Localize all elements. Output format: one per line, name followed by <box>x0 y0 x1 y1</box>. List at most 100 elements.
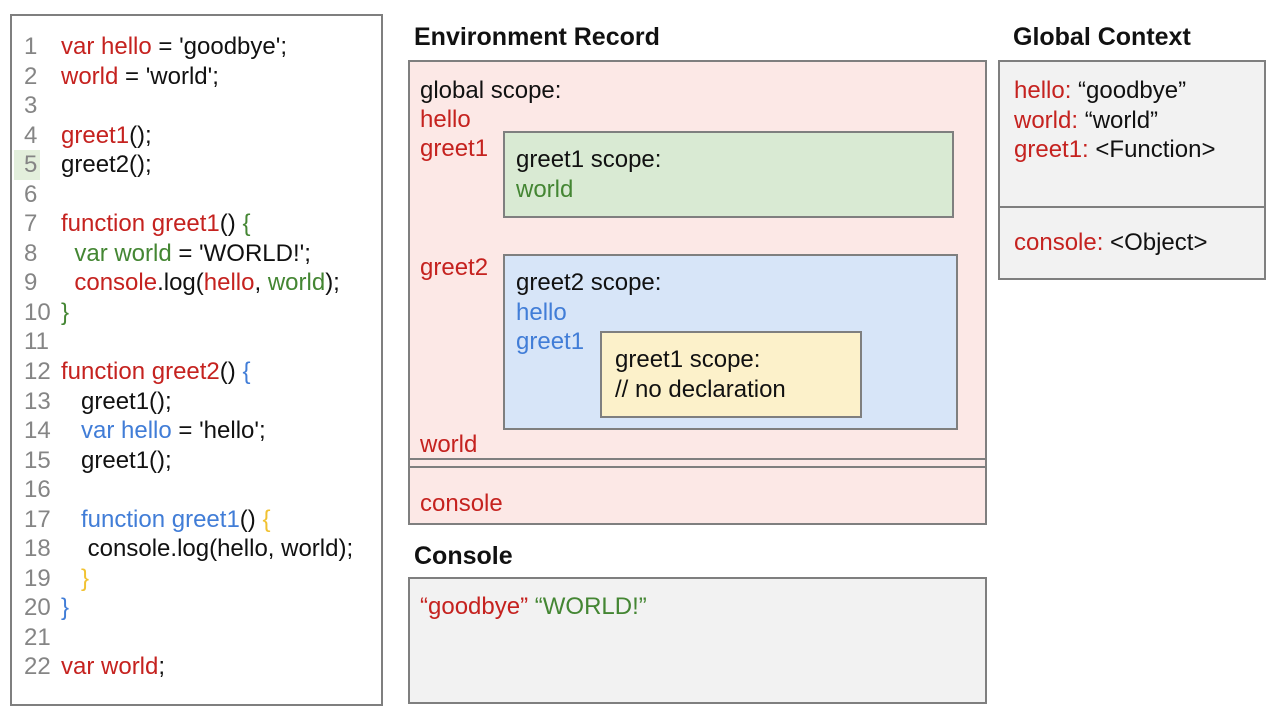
line-number: 11 <box>24 328 49 356</box>
entry-value: <Object> <box>1103 229 1208 256</box>
entry-name: hello: <box>1014 77 1072 104</box>
line-number: 6 <box>24 180 38 208</box>
inner-greet1-scope-label: greet1 scope: <box>615 346 761 373</box>
code-text: function greet1() { <box>61 210 251 238</box>
greet2-scope-var-hello: hello <box>516 298 567 326</box>
code-line: 7 function greet1() { <box>12 209 381 239</box>
line-number: 4 <box>24 121 38 149</box>
code-line: 5 greet2(); <box>12 150 381 180</box>
line-number: 1 <box>24 33 38 60</box>
line-number: 17 <box>24 505 51 533</box>
global-scope-var-world: world <box>420 431 478 458</box>
code-line: 18 console.log(hello, world); <box>12 534 381 564</box>
environment-record-title: Environment Record <box>414 23 660 51</box>
code-line: 13 greet1(); <box>12 387 381 417</box>
greet1-scope-box: greet1 scope: world <box>503 131 954 218</box>
code-line: 16 <box>12 475 381 505</box>
code-text: var world = 'WORLD!'; <box>74 239 311 267</box>
code-text: } <box>61 298 70 326</box>
greet1-scope-var-world: world <box>516 175 574 203</box>
line-number-highlighted: 5 <box>14 150 40 180</box>
entry-name: world: <box>1014 106 1079 134</box>
global-scope-var-hello: hello <box>420 106 471 133</box>
code-lines: 1 var hello = 'goodbye'; 2 world = 'world';… <box>12 32 381 682</box>
env-record-divider-bottom <box>410 466 985 468</box>
global-context-title: Global Context <box>1013 23 1191 51</box>
code-text: greet1(); <box>61 121 152 149</box>
code-line: 1 var hello = 'goodbye'; <box>12 32 381 62</box>
code-line: 3 <box>12 91 381 121</box>
code-text: } <box>81 564 90 592</box>
greet1-scope-label: greet1 scope: <box>516 146 662 173</box>
line-number: 9 <box>24 269 38 297</box>
code-line: 9 console.log(hello, world); <box>12 268 381 298</box>
console-output-arg2: “WORLD!” <box>534 593 647 620</box>
line-number: 10 <box>24 298 51 326</box>
line-number: 18 <box>24 535 51 563</box>
console-box: “goodbye” “WORLD!” <box>408 577 987 704</box>
code-line: 19 } <box>12 564 381 594</box>
code-line: 14 var hello = 'hello'; <box>12 416 381 446</box>
environment-record-box: global scope: hello greet1 greet1 scope:… <box>408 60 987 525</box>
console-output: “goodbye” “WORLD!” <box>420 592 985 622</box>
code-line: 8 var world = 'WORLD!'; <box>12 239 381 269</box>
global-scope-label: global scope: <box>420 77 562 104</box>
entry-name: console: <box>1014 229 1104 256</box>
code-line: 4 greet1(); <box>12 121 381 151</box>
greet2-scope-box: greet2 scope: hello greet1 greet1 scope:… <box>503 254 958 430</box>
line-number: 14 <box>24 417 51 445</box>
console-output-arg1: “goodbye” <box>420 593 529 620</box>
code-line: 17 function greet1() { <box>12 505 381 535</box>
code-line: 20} <box>12 593 381 623</box>
code-text: world = 'world'; <box>61 62 219 90</box>
code-line: 6 <box>12 180 381 210</box>
console-title: Console <box>414 542 513 570</box>
line-number: 15 <box>24 446 51 474</box>
line-number: 22 <box>24 653 51 681</box>
code-text: var hello = 'goodbye'; <box>61 33 287 60</box>
code-line: 10} <box>12 298 381 328</box>
env-record-divider-top <box>410 458 985 460</box>
console-output-space <box>528 593 535 620</box>
code-text: function greet2() { <box>61 358 251 386</box>
global-context-entry-hello: hello: “goodbye” <box>1014 76 1264 106</box>
global-context-console-section: console: <Object> <box>1000 206 1264 258</box>
inner-greet1-scope-comment: // no declaration <box>615 375 786 403</box>
code-text: function greet1() { <box>81 505 271 533</box>
code-text: } <box>61 594 70 622</box>
global-context-box: hello: “goodbye” world: “world” greet1: … <box>998 60 1266 280</box>
global-context-entry-greet1: greet1: <Function> <box>1014 135 1264 165</box>
global-scope-var-console: console <box>420 490 503 517</box>
global-context-variables-section: hello: “goodbye” world: “world” greet1: … <box>1000 62 1264 206</box>
code-line: 12 function greet2() { <box>12 357 381 387</box>
line-number: 8 <box>24 239 38 267</box>
code-text: console.log(hello, world); <box>61 535 354 563</box>
greet2-scope-var-greet1: greet1 <box>516 328 585 355</box>
code-editor-panel: 1 var hello = 'goodbye'; 2 world = 'world';… <box>10 14 383 706</box>
code-line: 21 <box>12 623 381 653</box>
code-line: 15 greet1(); <box>12 446 381 476</box>
global-scope-var-greet2: greet2 <box>420 254 489 281</box>
code-text: greet1(); <box>61 387 172 415</box>
global-context-entry-console: console: <Object> <box>1014 228 1264 258</box>
code-line: 11 <box>12 327 381 357</box>
line-number: 16 <box>24 476 51 504</box>
line-number: 7 <box>24 210 38 238</box>
line-number: 12 <box>24 358 51 386</box>
line-number: 13 <box>24 387 51 415</box>
code-text: greet2(); <box>61 151 152 179</box>
line-number: 20 <box>24 594 51 622</box>
line-number: 21 <box>24 623 51 651</box>
code-text: console.log(hello, world); <box>74 269 340 297</box>
global-context-entry-world: world: “world” <box>1014 106 1264 136</box>
code-line: 2 world = 'world'; <box>12 62 381 92</box>
entry-value: “world” <box>1078 106 1159 134</box>
entry-value: “goodbye” <box>1071 77 1187 104</box>
greet2-scope-label: greet2 scope: <box>516 269 662 296</box>
global-scope-var-greet1: greet1 <box>420 135 489 162</box>
entry-value: <Function> <box>1088 136 1216 163</box>
code-text: greet1(); <box>61 446 172 474</box>
line-number: 2 <box>24 62 38 90</box>
line-number: 3 <box>24 92 38 120</box>
